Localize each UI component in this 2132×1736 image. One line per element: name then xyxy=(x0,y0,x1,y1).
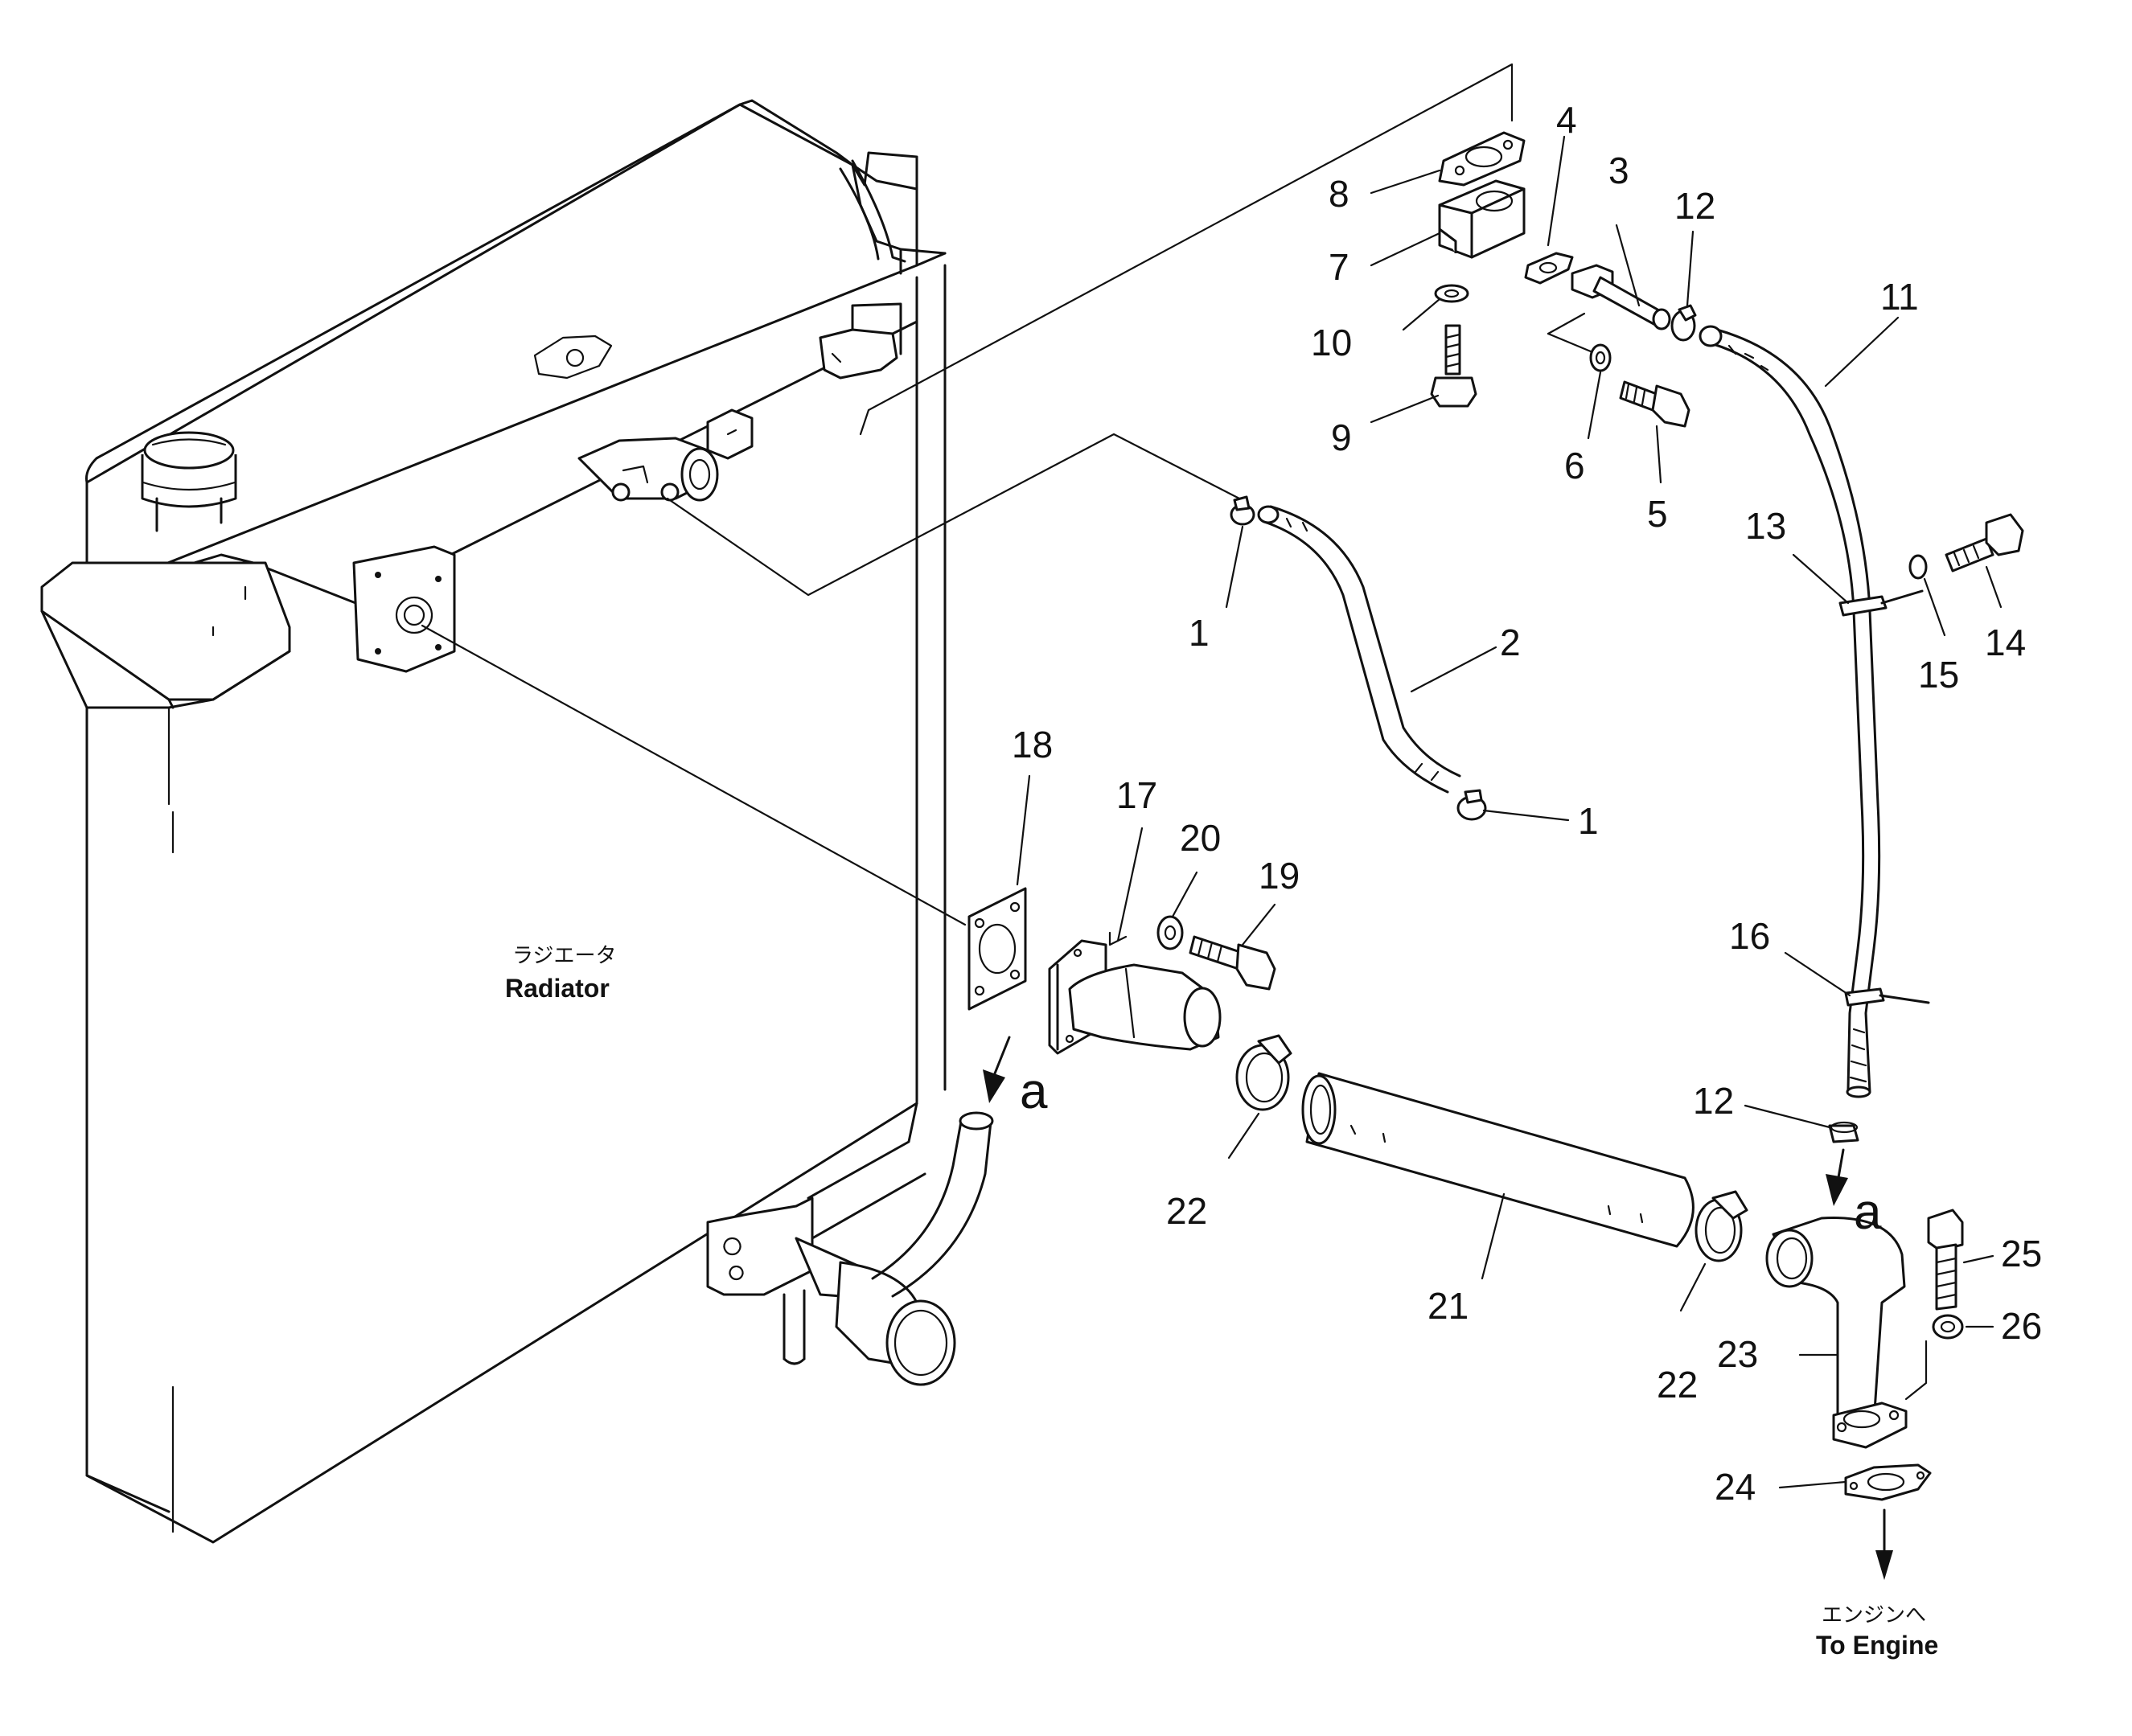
callout-7: 7 xyxy=(1329,246,1349,288)
bolt-19 xyxy=(1189,935,1276,991)
callout-17: 17 xyxy=(1116,774,1157,816)
clamp-22-left xyxy=(1235,1034,1292,1111)
callout-2: 2 xyxy=(1500,622,1521,663)
gasket-24 xyxy=(1844,1463,1932,1501)
callout-19: 19 xyxy=(1259,855,1300,897)
gasket-8 xyxy=(1438,131,1526,187)
clamp-1-upper xyxy=(1230,495,1255,526)
callout-25: 25 xyxy=(2001,1233,2042,1274)
callout-12-upper: 12 xyxy=(1674,185,1715,227)
callout-8: 8 xyxy=(1329,173,1349,215)
callout-12-lower: 12 xyxy=(1693,1080,1734,1122)
clip-13 xyxy=(1838,589,1924,617)
clamp-12-upper xyxy=(1670,304,1697,342)
radiator-assembly xyxy=(40,63,1514,1544)
callout-1-upper: 1 xyxy=(1189,612,1210,654)
hose-2 xyxy=(1257,505,1461,794)
hose-11-16 xyxy=(1699,325,1881,1098)
callout-5: 5 xyxy=(1647,493,1668,535)
callout-numbers: 8 7 10 9 4 3 12 6 5 11 13 14 15 16 12 1 … xyxy=(1012,99,2042,1508)
callout-18: 18 xyxy=(1012,724,1053,765)
callout-20: 20 xyxy=(1180,817,1221,859)
washer-15 xyxy=(1908,554,1928,580)
callout-16: 16 xyxy=(1729,915,1770,957)
callout-22-left: 22 xyxy=(1166,1190,1207,1232)
callout-21: 21 xyxy=(1427,1285,1469,1327)
bolt-25 xyxy=(1927,1209,1964,1311)
leader-lines xyxy=(1016,135,2003,1489)
radiator-label-jp: ラジエータ xyxy=(512,943,616,967)
engine-label: To Engine xyxy=(1816,1631,1938,1660)
washer-26 xyxy=(1932,1314,1964,1340)
callout-26: 26 xyxy=(2001,1305,2042,1347)
callout-24: 24 xyxy=(1715,1466,1756,1508)
hose-21 xyxy=(1301,1072,1695,1248)
callout-4: 4 xyxy=(1556,99,1577,141)
callout-3: 3 xyxy=(1608,150,1629,191)
callout-23: 23 xyxy=(1717,1333,1758,1375)
bolt-9 xyxy=(1430,324,1477,408)
bolt-14 xyxy=(1945,513,2024,573)
callout-15: 15 xyxy=(1918,654,1959,696)
view-markers: a a xyxy=(1020,1064,1882,1240)
callout-6: 6 xyxy=(1564,445,1585,486)
clamp-1-lower xyxy=(1456,789,1487,821)
callout-1-lower: 1 xyxy=(1578,800,1599,842)
callout-13: 13 xyxy=(1745,505,1786,547)
callout-9: 9 xyxy=(1331,417,1352,458)
adapter-block-7 xyxy=(1438,179,1526,259)
washer-20 xyxy=(1156,915,1184,950)
view-a-lower: a xyxy=(1854,1184,1882,1240)
elbow-23 xyxy=(1765,1217,1928,1449)
washer-10 xyxy=(1434,284,1469,303)
engine-label-jp: エンジンへ xyxy=(1822,1603,1926,1627)
clamp-12-lower xyxy=(1828,1121,1859,1143)
callout-14: 14 xyxy=(1985,622,2026,663)
callout-22-right: 22 xyxy=(1657,1364,1698,1406)
radiator-lower-outlet xyxy=(706,1102,994,1386)
callout-10: 10 xyxy=(1311,322,1352,363)
radiator-label: Radiator xyxy=(505,974,610,1003)
bolt-5 xyxy=(1619,380,1690,428)
gasket-4 xyxy=(1524,252,1574,285)
gasket-18 xyxy=(967,887,1027,1011)
callout-11: 11 xyxy=(1880,276,1919,318)
pipe-3 xyxy=(1547,264,1671,355)
washer-6 xyxy=(1589,343,1612,372)
flow-arrows xyxy=(983,1036,1893,1580)
elbow-17 xyxy=(1048,931,1222,1055)
view-a-upper: a xyxy=(1020,1064,1048,1119)
clamp-22-right xyxy=(1695,1190,1748,1262)
part-labels: ラジエータ Radiator エンジンへ To Engine xyxy=(505,943,1938,1660)
clip-16 xyxy=(1844,987,1930,1007)
